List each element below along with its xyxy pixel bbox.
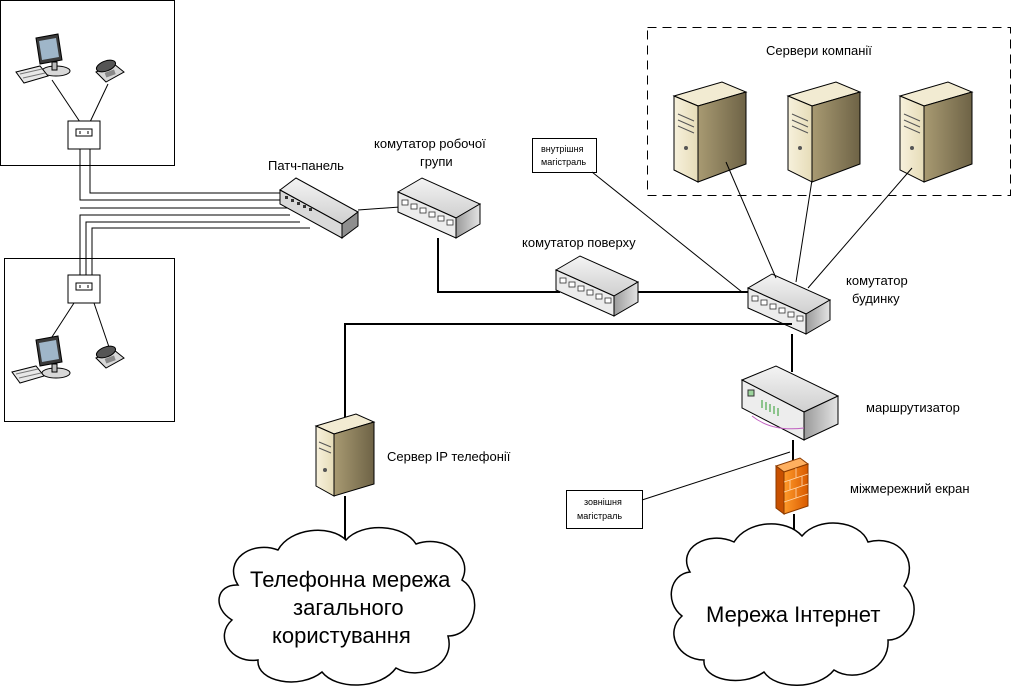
room-box-top (0, 0, 175, 166)
wall-socket-icon (67, 274, 101, 304)
switch-icon (396, 177, 482, 239)
wall-socket-icon (67, 120, 101, 150)
pstn-cloud-label-2: загального (293, 595, 404, 620)
server-tower-icon (672, 81, 748, 183)
pstn-cloud-label-3: користування (272, 623, 411, 648)
cloud-icon (670, 522, 915, 686)
link-line (807, 167, 913, 289)
backbone-line (344, 323, 792, 422)
workgroup-switch-label-1: комутатор робочої (374, 136, 486, 151)
router-label: маршрутизатор (866, 400, 960, 415)
router-icon (740, 365, 840, 441)
external-backbone-label-1: зовнішня (584, 497, 622, 507)
link-line (725, 161, 777, 279)
keyboard-icon (15, 65, 49, 84)
firewall-label: міжмережний екран (850, 481, 970, 496)
workgroup-switch-label-2: групи (420, 154, 453, 169)
room-box-bottom (4, 258, 175, 422)
keyboard-icon (11, 365, 45, 384)
switch-icon (746, 273, 832, 335)
link-line (795, 179, 813, 283)
link-line (357, 206, 401, 211)
server-tower-icon (314, 413, 376, 497)
floor-switch-label: комутатор поверху (522, 235, 636, 250)
building-switch-label-2: будинку (852, 291, 900, 306)
patch-panel-label: Патч-панель (268, 158, 344, 173)
external-backbone-callout (566, 490, 643, 529)
ip-phone-server-label: Сервер IP телефонії (387, 449, 511, 464)
patch-panel-icon (279, 177, 359, 239)
firewall-icon (774, 457, 810, 515)
link-line (89, 83, 109, 123)
telephone-icon (95, 59, 125, 83)
switch-icon (554, 255, 640, 317)
company-servers-label: Сервери компанії (766, 43, 872, 58)
pstn-cloud-label-1: Телефонна мережа (250, 567, 451, 592)
building-switch-label-1: комутатор (846, 273, 908, 288)
internal-backbone-label-2: магістраль (541, 157, 586, 167)
cable-bundle (79, 149, 310, 275)
external-backbone-label-2: магістраль (577, 511, 622, 521)
callout-pointer (641, 451, 791, 501)
cloud-icon (218, 527, 476, 686)
link-line (51, 79, 81, 123)
server-tower-icon (786, 81, 862, 183)
monitor-icon (35, 33, 71, 77)
link-line (49, 302, 75, 341)
telephone-icon (95, 345, 125, 369)
link-line (437, 238, 560, 293)
internet-cloud-label: Мережа Інтернет (706, 602, 880, 627)
callout-pointer (591, 171, 743, 293)
company-servers-group (647, 27, 1011, 196)
server-tower-icon (898, 81, 974, 183)
internal-backbone-label-1: внутрішня (541, 144, 584, 154)
link-line (93, 302, 111, 351)
internal-backbone-callout (532, 138, 597, 173)
